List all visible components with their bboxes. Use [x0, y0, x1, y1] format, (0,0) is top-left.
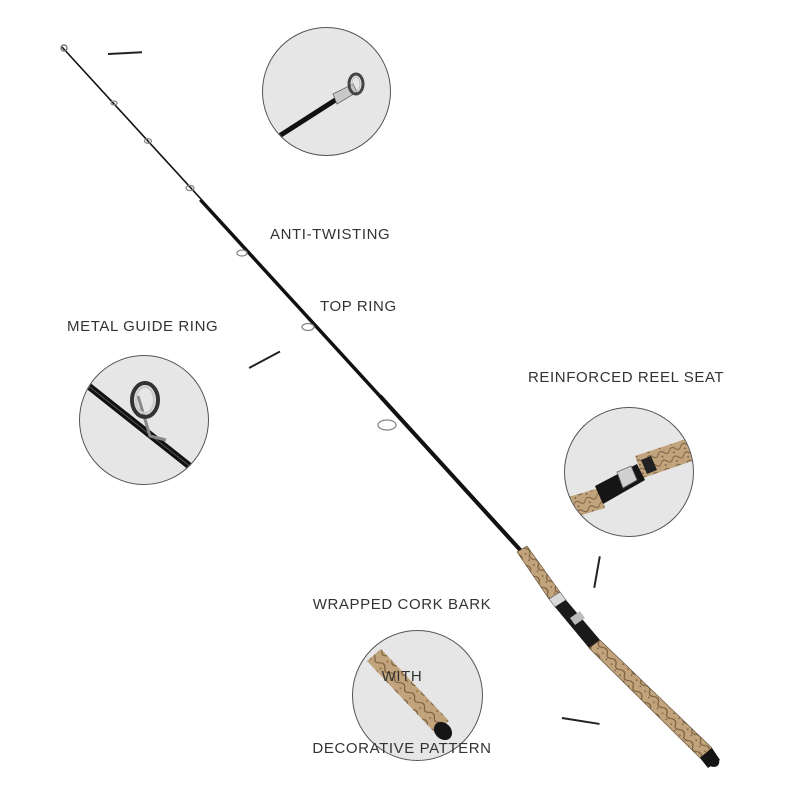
- guide-ring-label: METAL GUIDE RING: [67, 318, 219, 335]
- cork-grip-detail-icon: [367, 649, 453, 741]
- top-ring-detail-icon: [271, 72, 365, 143]
- cork-label-line2: WITH: [381, 668, 423, 685]
- top-ring-label: ANTI-TWISTING TOP RING: [270, 175, 397, 367]
- guide-ring-detail-icon: [83, 381, 195, 471]
- cork-label-line1: WRAPPED CORK BARK: [312, 596, 492, 613]
- reel-seat-label: REINFORCED REEL SEAT: [528, 369, 725, 386]
- reel-seat-detail-circle: [564, 407, 694, 537]
- top-ring-label-line1: ANTI-TWISTING: [270, 226, 391, 243]
- cork-label: WRAPPED CORK BARK WITH DECORATIVE PATTER…: [312, 545, 492, 809]
- reel-seat-detail-icon: [565, 436, 693, 520]
- cork-label-line3: DECORATIVE PATTERN: [312, 740, 492, 757]
- cork-detail-circle: [352, 630, 483, 761]
- top-ring-detail-circle: [262, 27, 391, 156]
- top-ring-label-line2: TOP RING: [320, 298, 397, 315]
- guide-ring-detail-circle: [79, 355, 209, 485]
